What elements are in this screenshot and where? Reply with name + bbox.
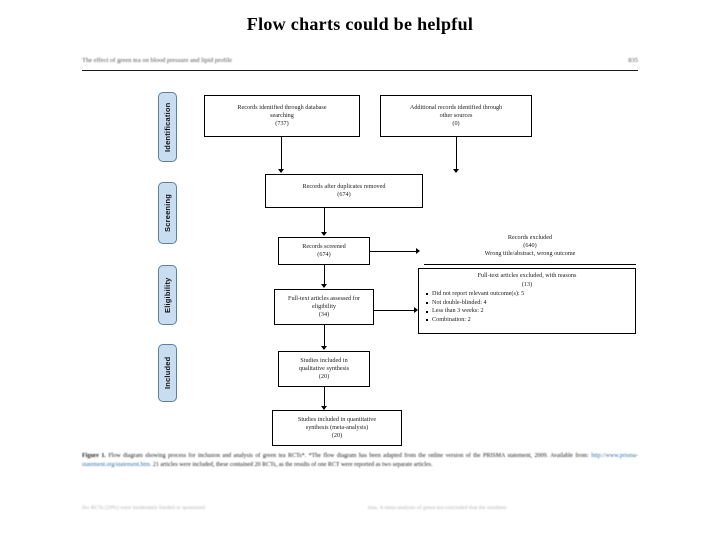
- figure-caption-link[interactable]: http://www.prisma-statement.org/statemen…: [82, 453, 639, 468]
- figure-caption: Figure 1. Flow diagram showing process f…: [82, 452, 638, 470]
- page-title: Flow charts could be helpful: [246, 14, 474, 34]
- screened-line1: Records screened: [302, 242, 346, 250]
- running-head-text: The effect of green tea on blood pressur…: [82, 57, 233, 64]
- figure-caption-text-1: Flow diagram showing process for inclusi…: [108, 453, 589, 459]
- box-fulltext-excluded-reasons: Full-text articles excluded, with reason…: [418, 268, 636, 334]
- connector-qualitative-down: [324, 387, 325, 409]
- arrow-fulltext-to-excluded: [414, 307, 418, 313]
- connector-fulltext-down: [324, 325, 325, 349]
- tail-text-right: bias. A meta-analysis of green tea concl…: [368, 505, 507, 511]
- page-number: 835: [628, 57, 638, 64]
- article-page: The effect of green tea on blood pressur…: [80, 52, 640, 532]
- box-records-identified-database: Records identified through database sear…: [204, 95, 360, 137]
- stage-eligibility-label: Eligibility: [163, 277, 172, 313]
- running-head: The effect of green tea on blood pressur…: [82, 57, 638, 64]
- arrow-db-to-duplicates: [278, 169, 284, 173]
- duplicates-line1: Records after duplicates removed: [302, 182, 386, 190]
- other-records-line1: Additional records identified through: [409, 103, 503, 111]
- db-records-line2: searching: [270, 111, 294, 119]
- connector-db-down-2: [281, 151, 282, 171]
- stage-identification: Identification: [158, 92, 177, 162]
- other-records-count: (0): [452, 120, 460, 128]
- box-fulltext-assessed: Full-text articles assessed for eligibil…: [274, 289, 374, 325]
- list-item: Less than 3 weeks: 2: [426, 307, 631, 316]
- connector-duplicates-down: [324, 208, 325, 234]
- fulltext-count: (34): [318, 311, 330, 319]
- arrow-screened-to-fulltext: [321, 284, 327, 288]
- connector-db-down: [281, 137, 282, 151]
- stage-screening-label: Screening: [163, 193, 172, 233]
- exclusion-reason-list: Did not report relevant outcome(s): 5 No…: [423, 290, 631, 324]
- excluded-count: (640): [523, 242, 537, 250]
- qualitative-line1: Studies included in: [300, 356, 348, 364]
- db-records-count: (737): [275, 120, 289, 128]
- connector-screened-down: [324, 265, 325, 287]
- quantitative-line2: synthesis (meta-analysis): [305, 423, 369, 431]
- page-tail-text: Six RCTs (29%) were moderately funded or…: [82, 504, 638, 512]
- arrow-qualitative-to-quantitative: [321, 406, 327, 410]
- figure-caption-label: Figure 1.: [82, 453, 106, 459]
- excluded-line1: Records excluded: [507, 234, 553, 241]
- other-records-line2: other sources: [439, 111, 473, 119]
- connector-other-down: [456, 137, 457, 171]
- box-records-identified-other: Additional records identified through ot…: [380, 95, 532, 137]
- figure-caption-text-2: 21 articles were included, these contain…: [152, 462, 433, 468]
- qualitative-line2: qualitative synthesis: [298, 364, 350, 372]
- fulltext-excluded-count: (13): [521, 280, 533, 288]
- excluded-underline: [424, 264, 636, 265]
- excluded-line2: Wrong title/abstract, wrong outcome: [484, 250, 576, 258]
- fulltext-line1: Full-text articles assessed for: [288, 294, 360, 302]
- fulltext-line2: eligibility: [311, 302, 337, 310]
- duplicates-count: (674): [337, 191, 351, 198]
- tail-text-left: Six RCTs (29%) were moderately funded or…: [82, 505, 205, 511]
- connector-screened-right: [370, 251, 418, 252]
- box-records-excluded: Records excluded (640) Wrong title/abstr…: [424, 234, 636, 259]
- arrow-fulltext-to-qualitative: [321, 346, 327, 350]
- list-item: Did not report relevant outcome(s): 5: [426, 290, 631, 299]
- list-item: Combination: 2: [426, 316, 631, 325]
- box-qualitative-synthesis: Studies included in qualitative synthesi…: [278, 351, 370, 387]
- stage-screening: Screening: [158, 182, 177, 244]
- stage-included-label: Included: [163, 356, 172, 390]
- stage-included: Included: [158, 344, 177, 402]
- connector-fulltext-right: [374, 310, 416, 311]
- screened-count: (674): [317, 251, 331, 258]
- header-rule: [82, 70, 638, 71]
- arrow-other-to-duplicates: [453, 169, 459, 173]
- stage-eligibility: Eligibility: [158, 265, 177, 325]
- fulltext-excluded-line1: Full-text articles excluded, with reason…: [477, 272, 577, 279]
- box-records-screened: Records screened (674): [278, 237, 370, 265]
- stage-identification-label: Identification: [163, 102, 172, 152]
- arrow-duplicates-to-screened: [321, 232, 327, 236]
- db-records-line1: Records identified through database: [237, 103, 327, 111]
- box-duplicates-removed: Records after duplicates removed (674): [265, 174, 423, 208]
- qualitative-count: (20): [318, 373, 330, 381]
- box-quantitative-synthesis: Studies included in quantitative synthes…: [272, 410, 402, 446]
- quantitative-line1: Studies included in quantitative: [297, 415, 377, 423]
- arrow-screened-to-excluded: [416, 248, 420, 254]
- list-item: Not double-blinded: 4: [426, 299, 631, 308]
- quantitative-count: (20): [331, 432, 343, 440]
